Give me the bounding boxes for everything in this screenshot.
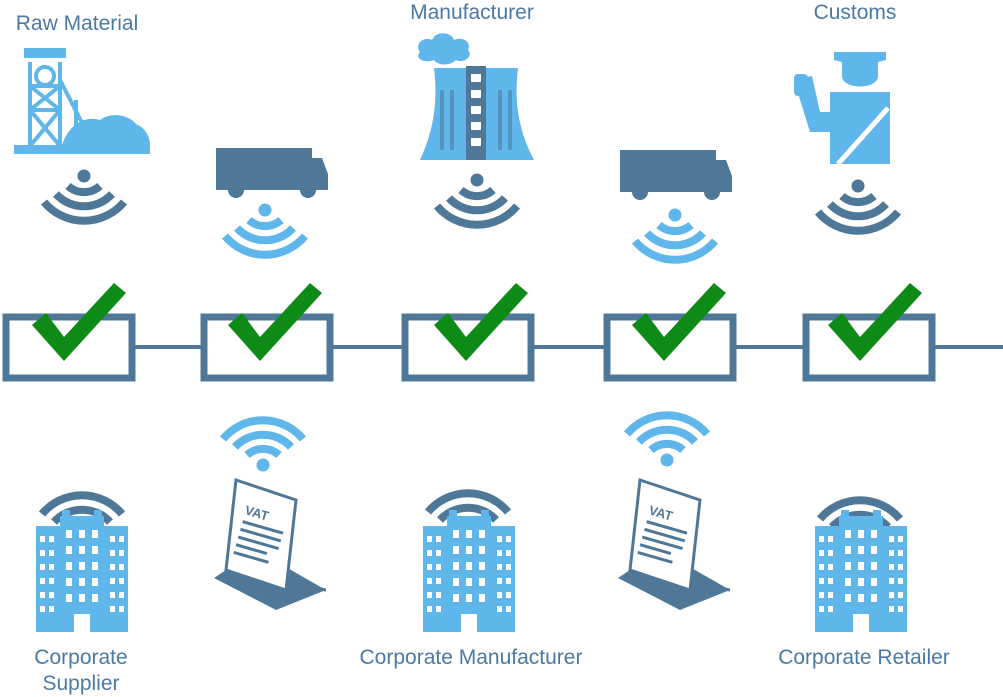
- wireless-signal-icon: [44, 170, 124, 221]
- vat-text: VAT: [243, 502, 270, 523]
- wireless-signal-icon: [437, 174, 517, 225]
- office-building-icon: [423, 510, 515, 632]
- wireless-signal-icon: [627, 415, 707, 466]
- customs-officer-icon: [794, 52, 890, 166]
- raw-material-label: Raw Material: [15, 12, 139, 35]
- office-building-icon: [815, 510, 907, 632]
- vat-text: VAT: [647, 502, 674, 523]
- vat-invoice-icon: VAT: [212, 478, 328, 612]
- block-1: [2, 283, 136, 382]
- manufacturer-label: Manufacturer: [410, 1, 534, 24]
- block-3: [401, 283, 535, 382]
- factory-icon: [418, 33, 534, 160]
- corporate-manufacturer-label: Corporate Manufacturer: [359, 646, 583, 669]
- block-4: [603, 283, 737, 382]
- corporate-supplier-label-line2: Supplier: [42, 672, 120, 695]
- corporate-supplier-label-line1: Corporate: [34, 646, 128, 669]
- wireless-signal-icon: [225, 204, 305, 255]
- truck-icon: [620, 150, 732, 200]
- block-5: [802, 283, 936, 382]
- customs-label: Customs: [813, 1, 897, 24]
- block-2: [200, 283, 334, 382]
- wireless-signal-icon: [818, 180, 898, 231]
- corporate-retailer-label: Corporate Retailer: [778, 646, 950, 669]
- corporate-supplier-label: Corporate Supplier: [14, 645, 148, 697]
- office-building-icon: [36, 510, 128, 632]
- mine-icon: [14, 48, 150, 154]
- vat-invoice-icon: VAT: [616, 478, 732, 612]
- truck-icon: [216, 148, 328, 198]
- wireless-signal-icon: [223, 420, 303, 471]
- wireless-signal-icon: [635, 209, 715, 260]
